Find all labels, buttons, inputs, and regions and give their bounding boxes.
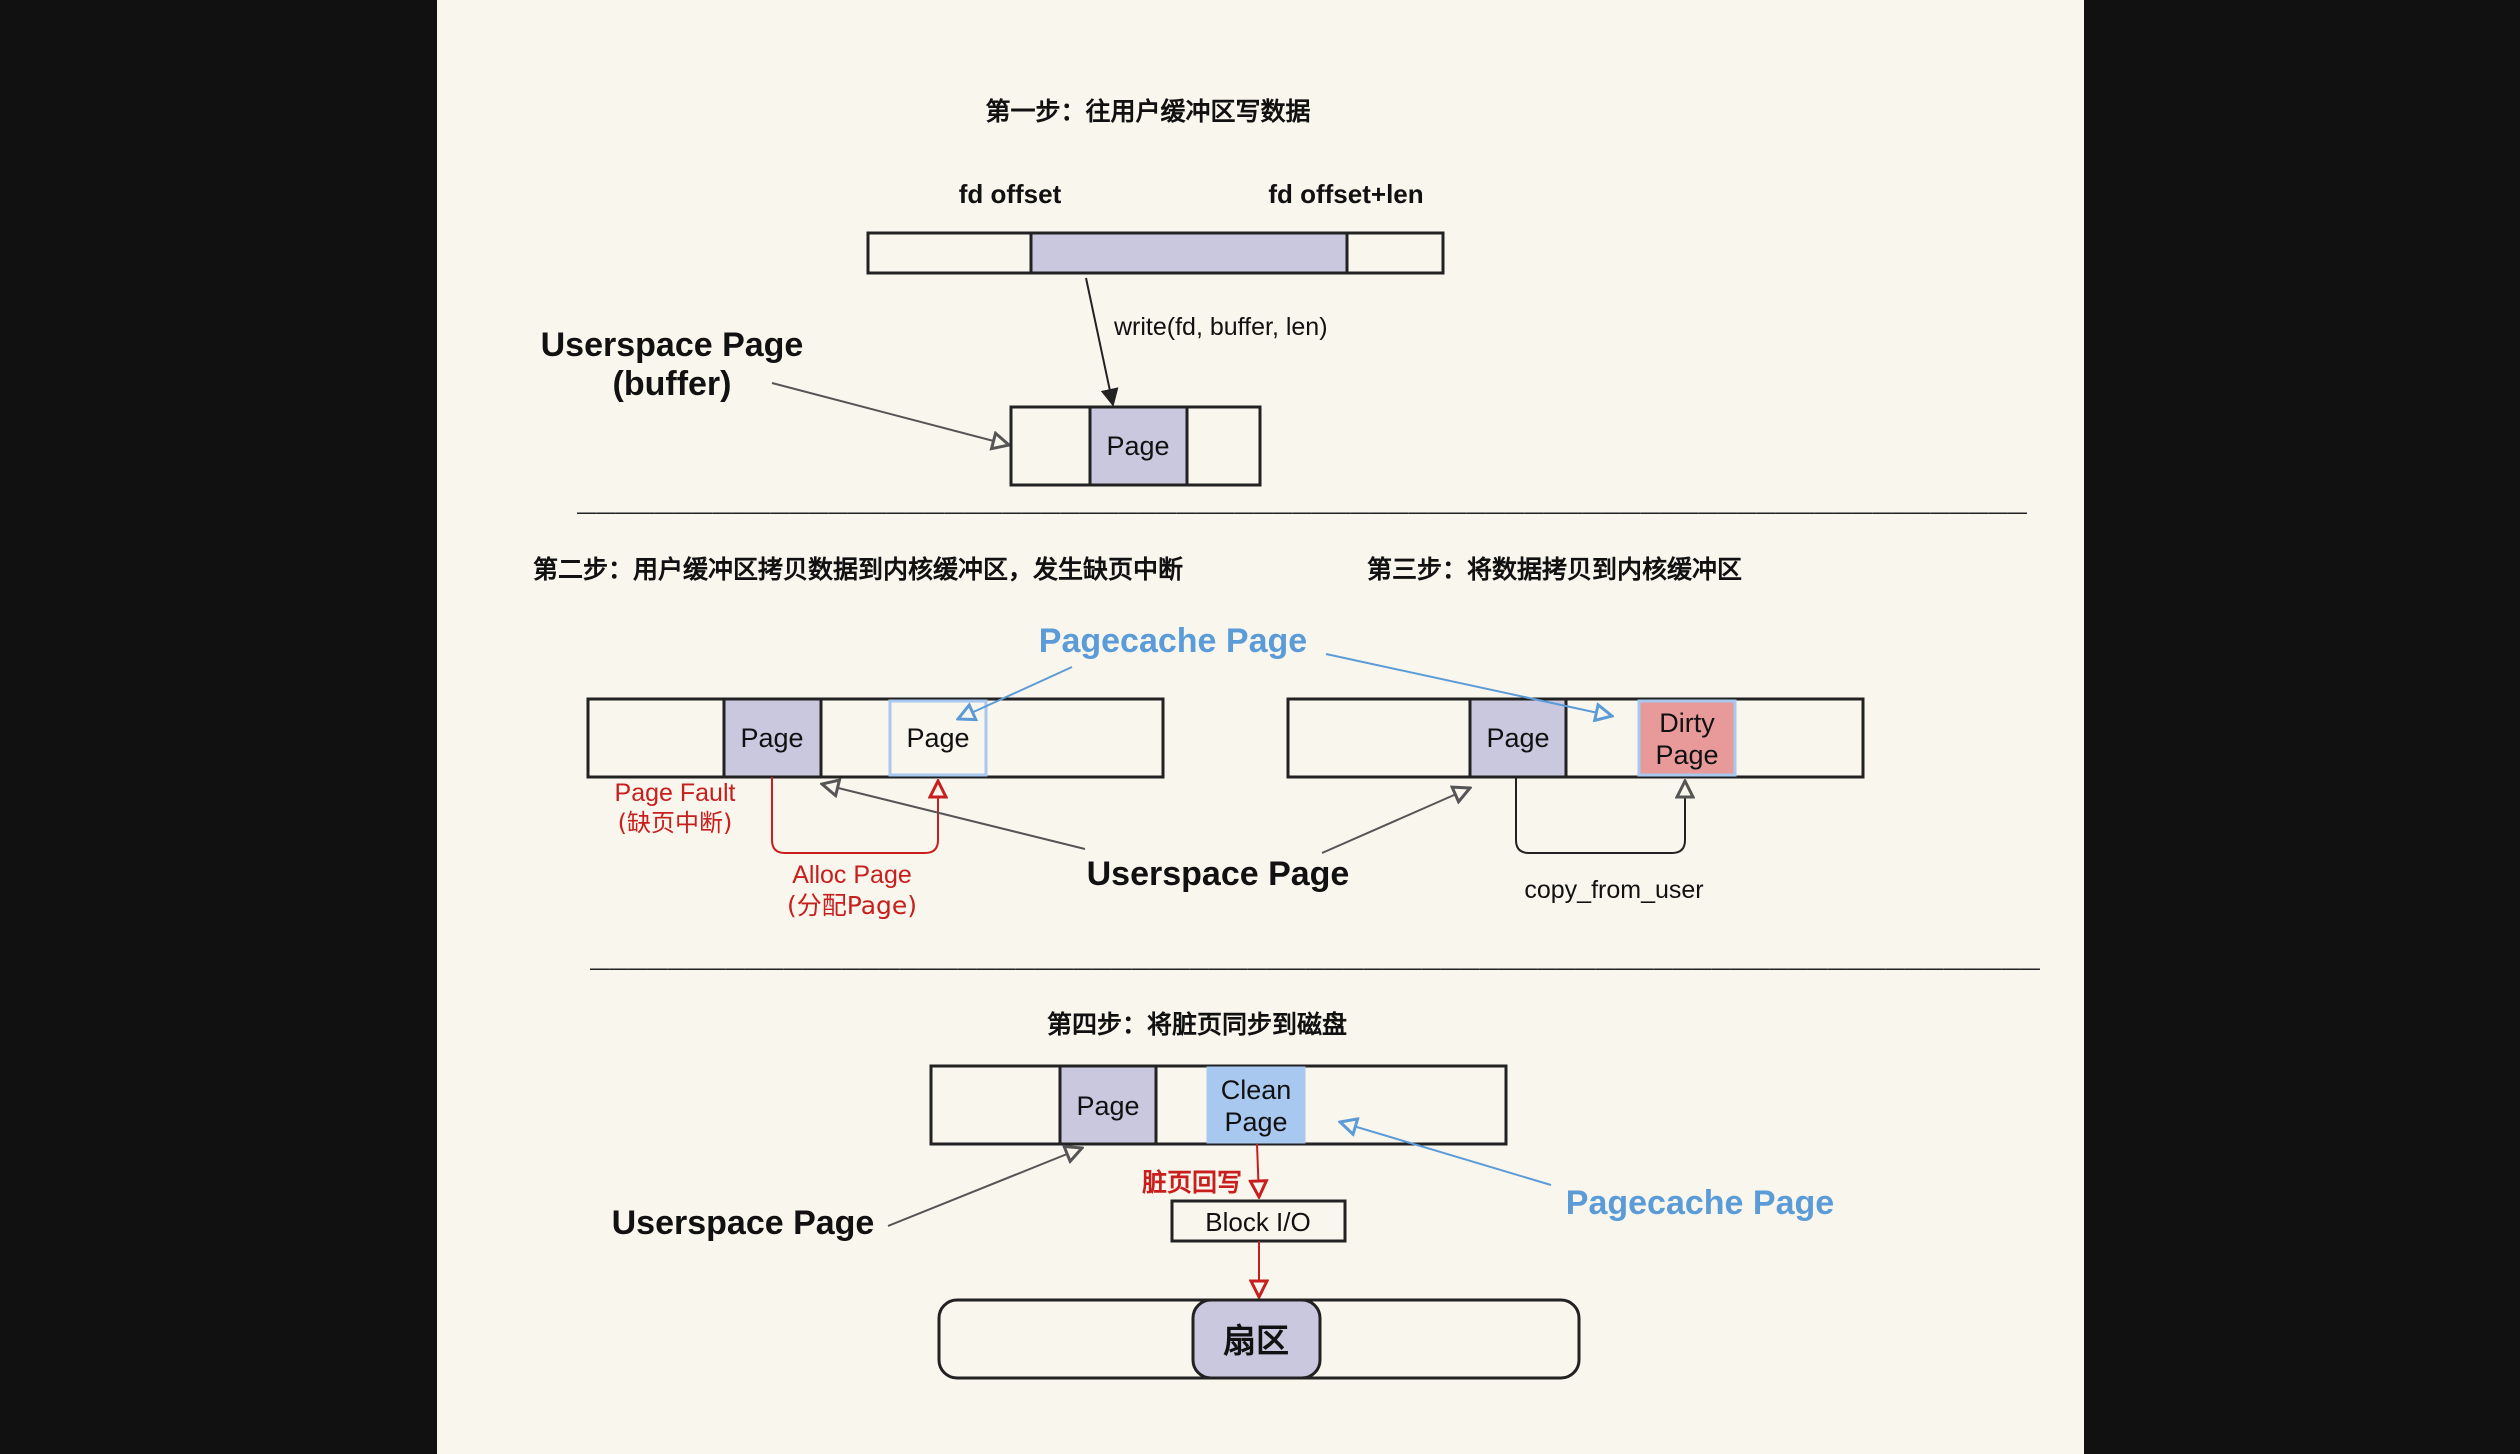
- step2-new-page-label: Page: [906, 723, 969, 753]
- step4-user-page-box: [1058, 1064, 1158, 1146]
- pagecache-label-bottom: Pagecache Page: [1566, 1184, 1834, 1222]
- userspace-buffer-arrow: [771, 382, 1009, 445]
- clean-page-line2: Page: [1224, 1107, 1287, 1137]
- page-fault-line1: Page Fault: [615, 779, 736, 807]
- copy-from-user-label: copy_from_user: [1524, 876, 1703, 904]
- userspace-buffer-label-line1: Userspace Page: [541, 326, 804, 364]
- block-io-label: Block I/O: [1205, 1207, 1310, 1237]
- userspace-arrow-step4: [887, 1148, 1082, 1227]
- buffer-page-label: Page: [1106, 431, 1169, 461]
- step2-title: 第二步：用户缓冲区拷贝数据到内核缓冲区，发生缺页中断: [533, 555, 1183, 584]
- step3-user-page-label: Page: [1486, 723, 1549, 753]
- alloc-page-line2: (分配Page): [787, 891, 917, 920]
- sector-label: 扇区: [1223, 1321, 1289, 1360]
- step2-user-page-label: Page: [740, 723, 803, 753]
- clean-page-line1: Clean: [1221, 1075, 1292, 1105]
- buffer-page-box: [1088, 405, 1189, 487]
- file-data-segment: [1029, 231, 1349, 275]
- step2-new-page-box: [888, 699, 988, 777]
- pagecache-label-top: Pagecache Page: [1039, 622, 1307, 660]
- userspace-label-middle: Userspace Page: [1087, 855, 1350, 893]
- dirty-page-box: [1637, 699, 1737, 777]
- disk-bar: 扇区: [937, 1298, 1581, 1380]
- userspace-label-bottom: Userspace Page: [612, 1204, 875, 1242]
- separator-1: ————————————————————————————————————————…: [577, 499, 2027, 524]
- write-arrow: [1085, 277, 1119, 407]
- fd-offset-label: fd offset: [959, 179, 1062, 209]
- step3-title: 第三步：将数据拷贝到内核缓冲区: [1367, 555, 1742, 584]
- dirty-page-line2: Page: [1655, 740, 1718, 770]
- userspace-buffer-bar: Page: [1009, 405, 1262, 487]
- dirty-page-line1: Dirty: [1659, 708, 1715, 738]
- alloc-page-line1: Alloc Page: [792, 861, 912, 889]
- writeback-label: 脏页回写: [1142, 1168, 1242, 1197]
- step4-title: 第四步：将脏页同步到磁盘: [1047, 1010, 1347, 1039]
- step2-bar: Page Page: [586, 697, 1165, 779]
- write-call-label: write(fd, buffer, len): [1113, 313, 1328, 341]
- step4-bar: Page Clean Page: [929, 1064, 1508, 1146]
- step4-user-page-label: Page: [1076, 1091, 1139, 1121]
- file-bar: [866, 231, 1445, 275]
- separator-2: ————————————————————————————————————————…: [590, 955, 2040, 980]
- sector-box: [1191, 1298, 1322, 1380]
- pagecache-arrow-step4: [1340, 1122, 1552, 1186]
- userspace-arrow-step3: [1321, 788, 1470, 854]
- pagecache-arrow-step2: [958, 666, 1073, 719]
- clean-page-box: [1206, 1066, 1306, 1144]
- page-fault-line2: (缺页中断): [618, 809, 733, 837]
- step3-bar: Page Dirty Page: [1286, 697, 1865, 779]
- fd-offset-len-label: fd offset+len: [1268, 179, 1423, 209]
- userspace-arrow-step2: [822, 784, 1086, 850]
- writeback-arrow: [1257, 1143, 1259, 1197]
- userspace-buffer-label-line2: (buffer): [613, 365, 732, 403]
- pagecache-arrow-step3: [1325, 653, 1612, 716]
- step3-user-page-box: [1468, 697, 1568, 779]
- step1-title: 第一步：往用户缓冲区写数据: [985, 97, 1310, 126]
- alloc-page-arrow: [771, 777, 938, 854]
- copy-from-user-arrow: [1515, 777, 1685, 854]
- block-io-box: Block I/O: [1170, 1199, 1347, 1243]
